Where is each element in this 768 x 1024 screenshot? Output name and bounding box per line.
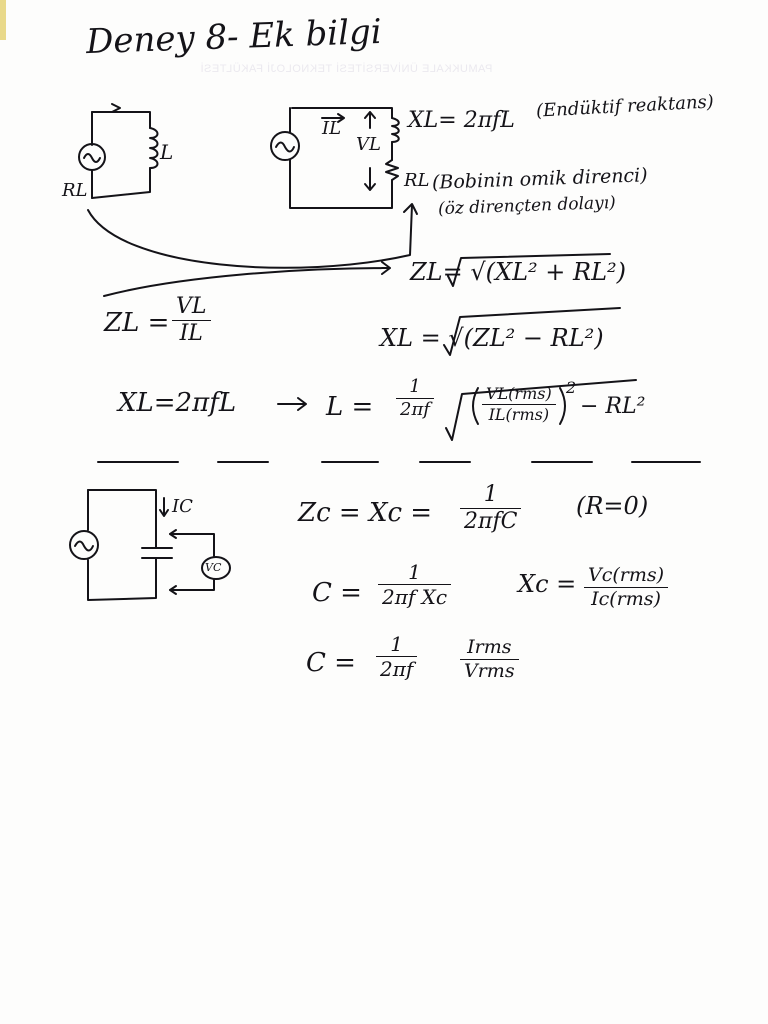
capacitive-reactance-numerator: Vc(rms) [588,564,665,586]
capacitive-impedance-lhs: Zc = Xc = [298,498,433,528]
right-voltage-label: VL [356,134,381,155]
right-resistance-label: RL [404,170,430,191]
inductance-square: 2 [566,378,577,397]
fraction-bar [460,659,519,660]
right-current-label: IL [322,118,342,139]
reactance-definition: XL=2πfL [118,388,237,418]
reactance-from-impedance: XL = √(ZL² − RL²) [380,324,604,352]
capacitance-rms-denominator-2: Vrms [464,660,515,682]
impedance-ratio-denominator: IL [179,321,203,346]
impedance-ratio-lhs: ZL = [104,308,170,338]
impedance-formula: ZL= √(XL² + RL²) [410,258,627,286]
capacitive-impedance-fraction: 1 2πfC [460,482,522,534]
capacitance-rms-fraction-1: 1 2πf [376,632,418,681]
inductance-tail: − RL² [580,394,646,419]
inductance-coef-denominator: 2πf [400,399,430,420]
capacitance-rms-lhs: C = [306,648,356,678]
capacitance-fraction: 1 2πf Xc [378,560,452,609]
capacitive-reactance-fraction: Vc(rms) Ic(rms) [584,564,669,610]
capacitance-rms-numerator-1: 1 [390,632,403,656]
page-edge-strip [0,0,6,40]
capacitive-impedance-denominator: 2πfC [464,509,518,534]
capacitance-lhs: C = [312,578,362,608]
inductance-coefficient: 1 2πf [396,378,434,419]
impedance-ratio-fraction: VL IL [172,296,211,345]
capacitive-impedance-numerator: 1 [483,482,498,507]
inductance-inner-denominator: IL(rms) [488,405,550,424]
impedance-ratio-numerator: VL [176,294,207,319]
capacitance-rms-numerator-2: Irms [467,636,512,658]
fraction-bar [172,320,211,321]
capacitance-denominator: 2πf Xc [382,585,448,609]
capacitor-current-label: IC [172,496,193,517]
inductance-inner-fraction: VL(rms) IL(rms) [482,386,556,423]
voltmeter-label: VC [205,561,222,574]
fraction-bar [460,508,522,509]
inductance-inner-numerator: VL(rms) [486,384,552,403]
fraction-bar [376,656,418,657]
fraction-bar [584,587,669,588]
inductance-lhs: L = [326,392,374,422]
capacitance-rms-denominator-1: 2πf [380,657,414,681]
fraction-bar [378,584,452,585]
fraction-bar [396,398,434,399]
capacitance-numerator: 1 [408,560,421,584]
fraction-bar [482,404,556,405]
capacitive-reactance-lhs: Xc = [518,570,577,598]
inductive-reactance-formula: XL= 2πfL [408,108,515,133]
left-resistance-label: RL [62,180,88,201]
left-inductor-label: L [160,140,174,164]
inductance-coef-numerator: 1 [409,376,421,397]
zero-resistance-note: (R=0) [576,492,649,520]
capacitive-reactance-denominator: Ic(rms) [591,588,661,610]
capacitance-rms-fraction-2: Irms Vrms [460,638,519,681]
